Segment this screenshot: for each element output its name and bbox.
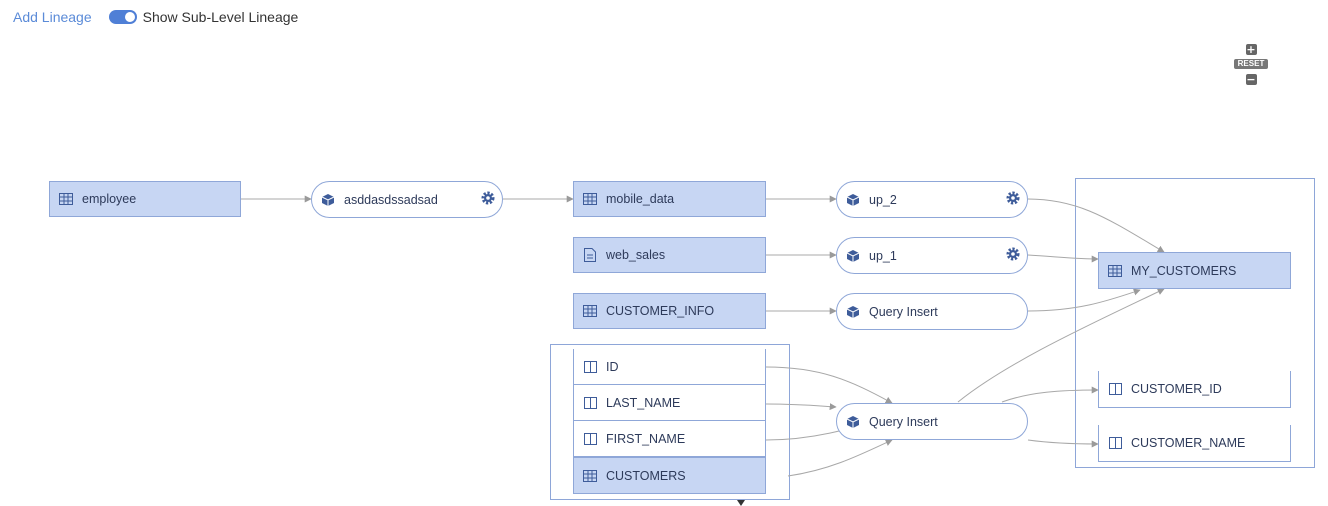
gear-icon[interactable] xyxy=(480,190,496,206)
node-label: Query Insert xyxy=(869,304,938,319)
node-column-customer-id[interactable]: CUSTOMER_ID xyxy=(1098,371,1291,408)
node-label: CUSTOMER_ID xyxy=(1131,382,1222,396)
node-column-first-name[interactable]: FIRST_NAME xyxy=(573,421,766,457)
add-lineage-link[interactable]: Add Lineage xyxy=(13,9,92,25)
node-web-sales[interactable]: web_sales xyxy=(573,237,766,273)
node-label: web_sales xyxy=(606,248,666,262)
edge-query-insert-to-my-customers xyxy=(1027,288,1141,312)
table-icon xyxy=(1107,263,1123,279)
node-label: asddasdssadsad xyxy=(344,192,438,207)
customers-group-frame xyxy=(550,344,790,500)
node-label: CUSTOMER_NAME xyxy=(1131,436,1246,450)
node-query-insert-1[interactable]: Query Insert xyxy=(836,293,1028,330)
node-label: CUSTOMERS xyxy=(606,468,686,483)
cube-icon xyxy=(320,192,336,208)
node-label: up_2 xyxy=(869,192,897,207)
table-icon xyxy=(582,468,598,484)
node-column-last-name[interactable]: LAST_NAME xyxy=(573,385,766,421)
column-icon xyxy=(582,359,598,375)
node-label: Query Insert xyxy=(869,414,938,429)
node-up-2[interactable]: up_2 xyxy=(836,181,1028,218)
edge-up2-to-my-customers xyxy=(1027,198,1165,253)
edge-up1-to-my-customers xyxy=(1027,254,1099,263)
edge-query-insert2-to-customer-id xyxy=(1001,386,1099,403)
zoom-controls: + RESET − xyxy=(1234,40,1268,88)
table-icon xyxy=(58,191,74,207)
node-label: employee xyxy=(82,192,137,206)
lineage-toolbar: Add Lineage Show Sub-Level Lineage xyxy=(13,7,298,27)
node-column-id[interactable]: ID xyxy=(573,349,766,385)
sub-level-lineage-toggle[interactable] xyxy=(108,10,137,24)
node-label: FIRST_NAME xyxy=(606,431,686,446)
toggle-knob xyxy=(124,12,135,22)
edge-customers-to-query-insert2 xyxy=(787,439,893,477)
edge-query-insert2-to-my-customers xyxy=(957,288,1165,403)
node-employee[interactable]: employee xyxy=(49,181,241,217)
node-customers[interactable]: CUSTOMERS xyxy=(573,457,766,494)
zoom-in-button[interactable]: + xyxy=(1245,43,1257,56)
cube-icon xyxy=(845,192,861,208)
cube-icon xyxy=(845,248,861,264)
edge-last-name-to-query-insert2 xyxy=(765,403,837,411)
column-icon xyxy=(582,395,598,411)
cube-icon xyxy=(845,304,861,320)
node-query-insert-2[interactable]: Query Insert xyxy=(836,403,1028,440)
mouse-cursor-icon xyxy=(737,500,745,506)
cube-icon xyxy=(845,414,861,430)
zoom-out-button[interactable]: − xyxy=(1245,73,1257,86)
file-icon xyxy=(582,247,598,263)
node-label: mobile_data xyxy=(606,192,675,206)
node-up-1[interactable]: up_1 xyxy=(836,237,1028,274)
node-mobile-data[interactable]: mobile_data xyxy=(573,181,766,217)
my-customers-group-frame xyxy=(1075,178,1315,468)
column-icon xyxy=(1107,435,1123,451)
node-label: LAST_NAME xyxy=(606,395,681,410)
table-icon xyxy=(582,191,598,207)
node-column-customer-name[interactable]: CUSTOMER_NAME xyxy=(1098,425,1291,462)
edge-query-insert2-to-customer-name xyxy=(1027,439,1099,448)
column-icon xyxy=(1107,381,1123,397)
edge-id-to-query-insert2 xyxy=(765,366,893,404)
node-asddasdssadsad[interactable]: asddasdssadsad xyxy=(311,181,503,218)
node-label: up_1 xyxy=(869,248,897,263)
node-label: CUSTOMER_INFO xyxy=(606,304,715,318)
gear-icon[interactable] xyxy=(1005,246,1021,262)
sub-level-lineage-label: Show Sub-Level Lineage xyxy=(142,9,299,25)
table-icon xyxy=(582,303,598,319)
node-label: ID xyxy=(606,359,619,374)
node-my-customers[interactable]: MY_CUSTOMERS xyxy=(1098,252,1291,289)
column-icon xyxy=(582,431,598,447)
gear-icon[interactable] xyxy=(1005,190,1021,206)
zoom-reset-button[interactable]: RESET xyxy=(1234,59,1268,69)
node-label: MY_CUSTOMERS xyxy=(1131,263,1237,278)
node-customer-info[interactable]: CUSTOMER_INFO xyxy=(573,293,766,329)
